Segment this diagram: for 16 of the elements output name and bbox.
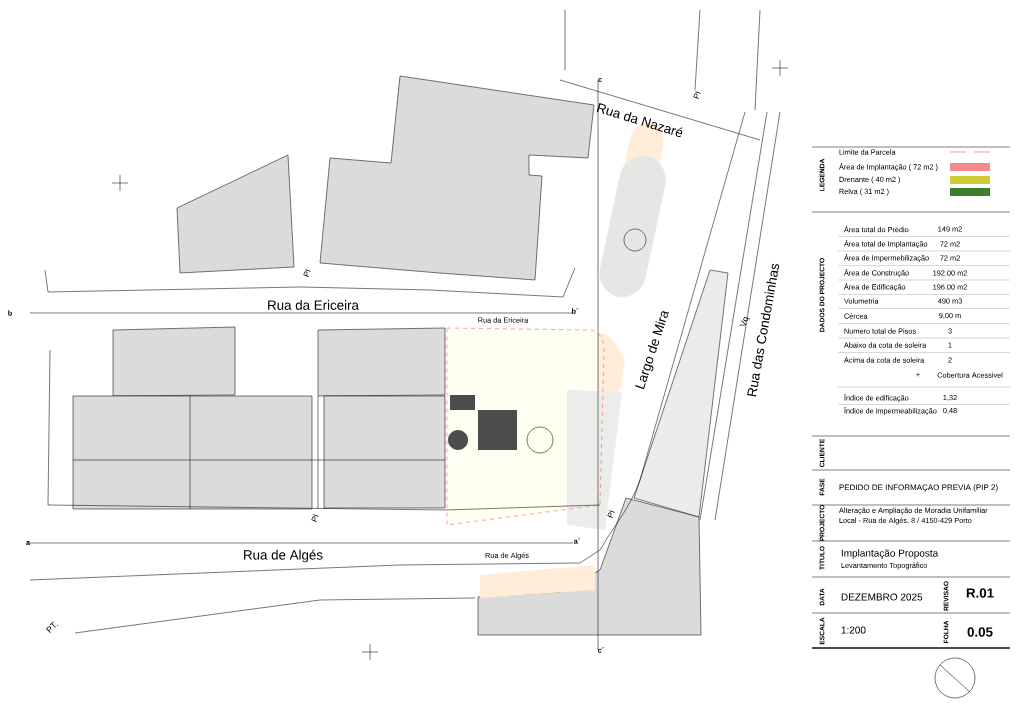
point-label: PI	[693, 91, 701, 99]
street-name: Largo de Mira	[635, 311, 669, 390]
scale-text: 1:200	[841, 626, 866, 634]
point-label: PT.	[45, 621, 58, 634]
point-label: PI	[607, 510, 615, 518]
street-name: Rua da Nazaré	[596, 103, 683, 137]
point-label: PI	[311, 514, 319, 522]
street-name: Rua da Ericeira	[268, 300, 359, 310]
revision-number: R.01	[966, 588, 994, 598]
phase-text: PEDIDO DE INFORMAÇAO PREVIA (PIP 2)	[839, 484, 998, 492]
point-label: PI	[303, 269, 311, 277]
sheet-number: 0.05	[967, 627, 993, 637]
title-text: Implantação Proposta	[841, 549, 939, 559]
point-label: Vq	[739, 316, 751, 326]
street-name: Rua de Algés	[244, 549, 323, 563]
date-text: DEZEMBRO 2025	[841, 593, 923, 601]
